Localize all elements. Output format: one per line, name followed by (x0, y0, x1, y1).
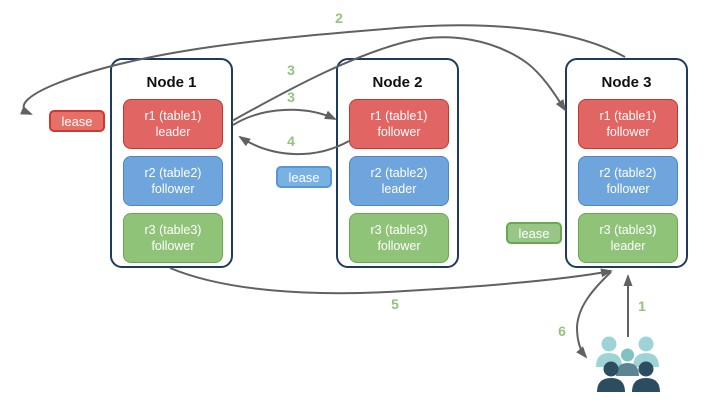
replica-role: follower (151, 182, 195, 196)
node-2-replica-r3: r3 (table3) follower (349, 213, 449, 263)
arrow-step-5 (169, 267, 613, 295)
node-3-replica-r3: r3 (table3) leader (578, 213, 678, 263)
node-3-replica-r1: r1 (table1) follower (578, 99, 678, 149)
replica-role: follower (606, 182, 650, 196)
node-1-replica-r1: r1 (table1) leader (123, 99, 223, 149)
replica-role: leader (155, 125, 191, 139)
step-label-3b: 3 (287, 89, 295, 105)
replica-role: follower (377, 239, 421, 253)
replica-name: r2 (table2) (370, 165, 428, 180)
node-2-title: Node 2 (372, 74, 423, 91)
replica-role: follower (377, 125, 421, 139)
step-label-6: 6 (558, 323, 566, 339)
replica-name: r3 (table3) (370, 222, 428, 237)
replica-name: r1 (table1) (370, 108, 428, 123)
step-label-2: 2 (335, 10, 343, 26)
lease-label-red: lease (49, 110, 105, 132)
node-1-replica-r2: r2 (table2) follower (123, 156, 223, 206)
users-icon (596, 336, 660, 392)
replica-name: r3 (table3) (144, 222, 202, 237)
replica-role: follower (151, 239, 195, 253)
arrow-step-3-to-node2 (232, 108, 337, 126)
node-2-replica-r1: r1 (table1) follower (349, 99, 449, 149)
lease-label-green: lease (506, 222, 562, 244)
lease-label-blue: lease (276, 166, 332, 188)
replica-role: leader (610, 239, 646, 253)
node-2-replica-r2: r2 (table2) leader (349, 156, 449, 206)
replica-name: r3 (table3) (599, 222, 657, 237)
replica-role: leader (381, 182, 417, 196)
node-1-title: Node 1 (146, 74, 197, 91)
replica-name: r2 (table2) (144, 165, 202, 180)
node-1-box: Node 1 r1 (table1) leader r2 (table2) fo… (110, 58, 233, 268)
step-label-4: 4 (287, 133, 295, 149)
node-3-title: Node 3 (601, 74, 652, 91)
step-label-3a: 3 (287, 62, 295, 78)
node-3-box: Node 3 r1 (table1) follower r2 (table2) … (565, 58, 688, 268)
step-label-5: 5 (391, 296, 399, 312)
replica-name: r1 (table1) (599, 108, 657, 123)
replica-name: r1 (table1) (144, 108, 202, 123)
node-2-box: Node 2 r1 (table1) follower r2 (table2) … (336, 58, 459, 268)
step-label-1: 1 (638, 298, 646, 314)
node-1-replica-r3: r3 (table3) follower (123, 213, 223, 263)
replica-role: follower (606, 125, 650, 139)
node-3-replica-r2: r2 (table2) follower (578, 156, 678, 206)
replica-name: r2 (table2) (599, 165, 657, 180)
